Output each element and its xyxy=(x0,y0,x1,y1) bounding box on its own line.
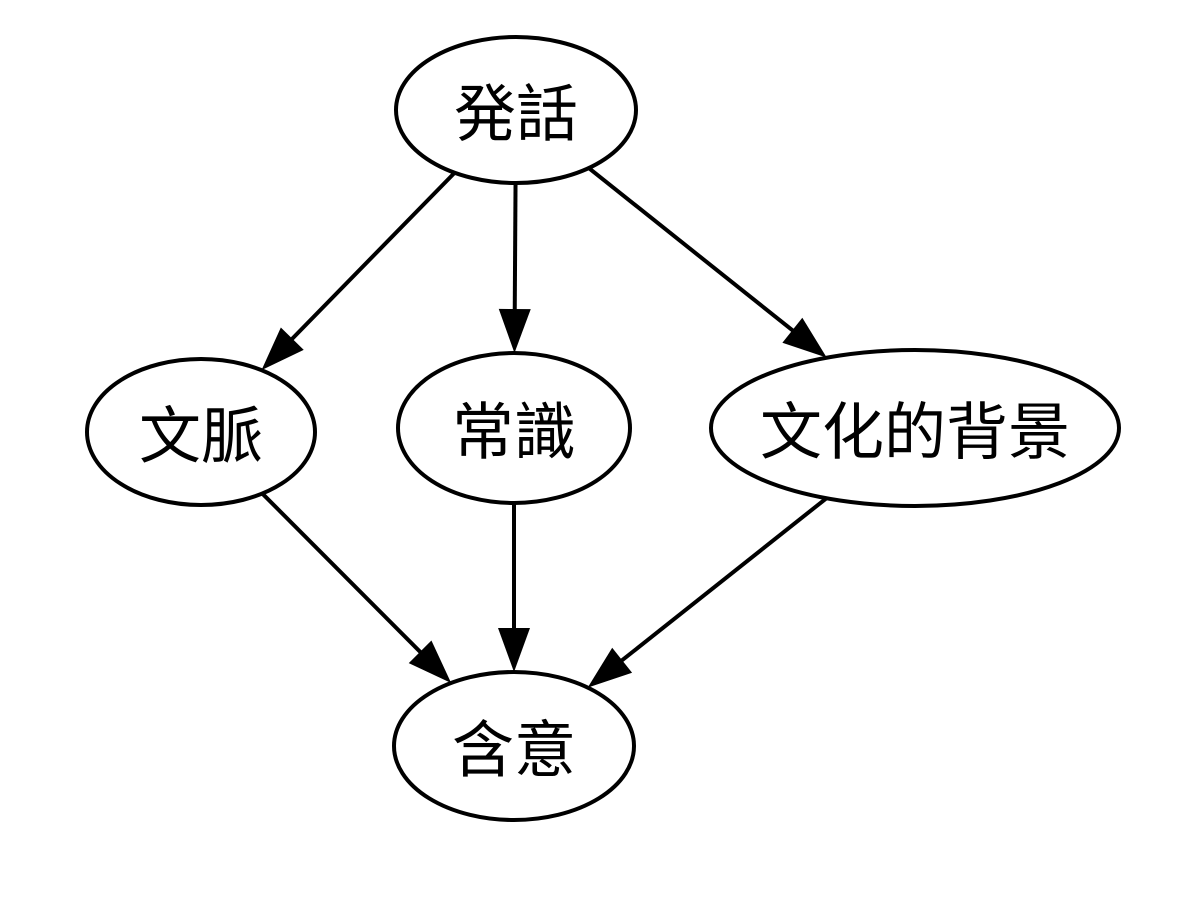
node-ellipse-joshiki xyxy=(396,351,632,505)
edge-hatsuwa-to-bunkateki-haikei xyxy=(587,166,796,334)
node-joshiki: 常識 xyxy=(396,351,632,505)
edge-bunkateki-haikei-to-gani xyxy=(619,496,828,664)
arrowhead-icon-hatsuwa-to-bunkateki-haikei xyxy=(782,317,827,358)
node-hatsuwa: 発話 xyxy=(394,35,638,185)
node-ellipse-gani xyxy=(392,670,636,822)
node-label-joshiki: 常識 xyxy=(452,396,576,469)
arrowhead-icon-bunmyaku-to-gani xyxy=(408,640,452,683)
arrowhead-icon-joshiki-to-gani xyxy=(498,628,530,672)
edge-hatsuwa-to-bunmyaku xyxy=(289,171,457,342)
node-bunkateki-haikei: 文化的背景 xyxy=(709,348,1121,508)
edge-bunmyaku-to-gani xyxy=(260,492,423,655)
node-ellipse-bunmyaku xyxy=(85,357,317,507)
edge-hatsuwa-to-joshiki xyxy=(512,182,518,312)
node-ellipse-hatsuwa xyxy=(394,35,638,185)
node-bunmyaku: 文脈 xyxy=(85,357,317,507)
node-label-bunkateki-haikei: 文化的背景 xyxy=(760,396,1070,469)
node-label-gani: 含意 xyxy=(452,714,576,787)
arrowhead-icon-hatsuwa-to-joshiki xyxy=(498,308,531,354)
node-label-hatsuwa: 発話 xyxy=(454,78,578,151)
node-label-bunmyaku: 文脈 xyxy=(139,400,263,473)
node-gani: 含意 xyxy=(392,670,636,822)
node-ellipse-bunkateki-haikei xyxy=(709,348,1121,508)
arrowhead-icon-bunkateki-haikei-to-gani xyxy=(587,647,633,688)
arrowhead-icon-hatsuwa-to-bunmyaku xyxy=(261,327,304,371)
